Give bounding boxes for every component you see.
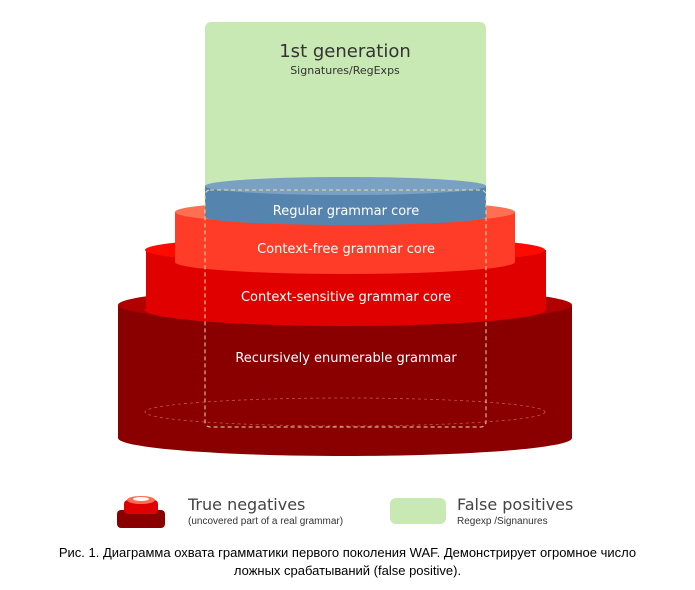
first-generation-outline: [204, 189, 487, 428]
false-positives-icon: [390, 498, 446, 524]
first-gen-title: 1st generation: [279, 41, 411, 62]
caption-line-1: Рис. 1. Диаграмма охвата грамматики перв…: [58, 545, 637, 560]
legend-false-positives-title: False positives: [457, 495, 573, 514]
layer-regular: [205, 177, 486, 225]
true-negatives-icon: [117, 496, 165, 528]
legend-false-positives-subtitle: Regexp /Signanures: [457, 516, 548, 527]
label-context-free: Context-free grammar core: [257, 242, 435, 257]
first-gen-subtitle: Signatures/RegExps: [290, 64, 400, 77]
legend-true-negatives-subtitle: (uncovered part of a real grammar): [188, 516, 343, 527]
label-context-sensitive: Context-sensitive grammar core: [241, 290, 451, 305]
caption-line-2: ложных срабатываний (false positive).: [233, 563, 462, 578]
first-generation-area: [205, 22, 486, 197]
label-recursively-enumerable: Recursively enumerable grammar: [235, 351, 457, 366]
figure-caption: Рис. 1. Диаграмма охвата грамматики перв…: [0, 544, 695, 580]
label-regular: Regular grammar core: [273, 204, 420, 219]
legend-true-negatives-title: True negatives: [187, 495, 305, 514]
